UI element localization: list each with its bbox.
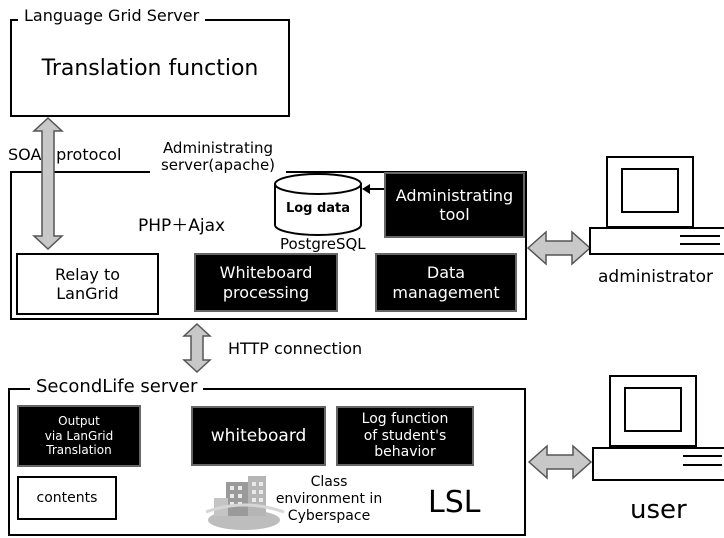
language-grid-server-label: Language Grid Server bbox=[18, 8, 206, 24]
contents-box: contents bbox=[17, 476, 117, 520]
php-ajax-label: PHP＋Ajax bbox=[138, 216, 226, 236]
http-double-arrow bbox=[182, 322, 212, 374]
user-label: user bbox=[630, 495, 687, 525]
soap-protocol-label: SOAP protocol bbox=[8, 145, 122, 164]
translation-function-label: Translation function bbox=[41, 56, 259, 81]
whiteboard-box: whiteboard bbox=[191, 406, 326, 466]
postgresql-label: PostgreSQL bbox=[280, 235, 366, 253]
log-function-box: Log function of student's behavior bbox=[336, 406, 474, 466]
whiteboard-processing-box: Whiteboard processing bbox=[194, 253, 338, 312]
administrator-double-arrow bbox=[526, 230, 592, 266]
data-management-box: Data management bbox=[375, 253, 517, 312]
class-environment-label: Class environment in Cyberspace bbox=[275, 474, 383, 524]
http-connection-label: HTTP connection bbox=[228, 339, 363, 358]
class-environment-building-icon bbox=[205, 476, 285, 530]
log-data-cylinder bbox=[274, 173, 362, 236]
relay-to-langrid-box: Relay to LanGrid bbox=[16, 253, 159, 315]
secondlife-server-label: SecondLife server bbox=[30, 378, 204, 396]
administrating-server-label: Administrating server(apache) bbox=[150, 140, 286, 173]
lsl-label: LSL bbox=[428, 485, 481, 520]
administrating-tool-box: Administrating tool bbox=[384, 172, 525, 238]
user-double-arrow bbox=[527, 444, 593, 480]
log-data-label: Log data bbox=[285, 201, 351, 216]
output-via-langrid-box: Output via LanGrid Translation bbox=[17, 405, 141, 467]
administrator-label: administrator bbox=[598, 267, 713, 287]
user-computer-icon bbox=[592, 375, 724, 481]
soap-double-arrow bbox=[32, 116, 64, 251]
administrator-computer-icon bbox=[589, 156, 724, 255]
